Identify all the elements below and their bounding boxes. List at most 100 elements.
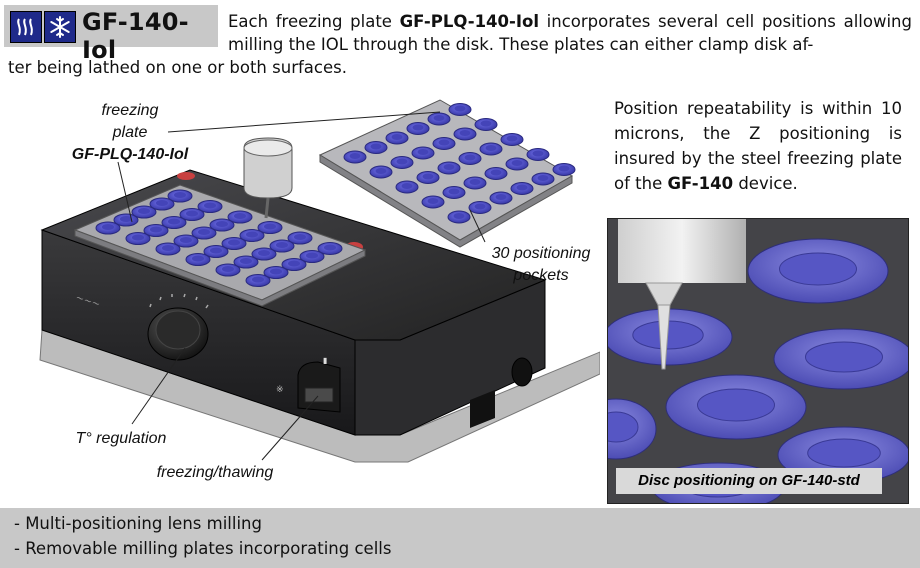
intro-plate-model: GF-PLQ-140-Iol <box>399 12 539 31</box>
freeze-thaw-switch[interactable] <box>297 361 341 413</box>
callout-freezing-plate: freezing plate GF-PLQ-140-Iol <box>60 100 200 166</box>
pocket-center <box>443 164 455 170</box>
pocket-center <box>532 150 544 157</box>
pocket-center <box>204 202 216 209</box>
pocket-center <box>138 208 150 214</box>
intro-paragraph-continued: ter being lathed on one or both surfaces… <box>8 58 347 77</box>
callout-pockets-line2: pockets <box>513 267 569 284</box>
switch-symbol: ▮ <box>323 356 327 365</box>
pocket-center <box>454 105 466 112</box>
pocket-center <box>511 160 523 166</box>
milling-tool <box>264 197 270 219</box>
pocket-center <box>558 165 570 172</box>
pocket-center <box>120 216 132 222</box>
inset-disc-recess <box>807 438 881 468</box>
intro-text-1: Each freezing plate <box>228 12 400 31</box>
pocket-center <box>459 130 471 136</box>
pocket-center <box>162 245 174 251</box>
inset-disc-recess <box>779 252 857 286</box>
device-illustration: ~~~ ※ ▮ <box>39 99 600 463</box>
pocket-center <box>306 252 318 259</box>
pocket-center <box>180 237 192 243</box>
mounted-pockets <box>95 189 343 287</box>
pocket-center <box>156 200 168 206</box>
knob-scale <box>149 293 209 309</box>
inset-disc-recess <box>805 341 883 373</box>
intro-paragraph: Each freezing plate GF-PLQ-140-Iol incor… <box>228 10 912 56</box>
pocket-center <box>210 247 222 254</box>
features-band <box>0 508 920 568</box>
pocket-center <box>506 135 518 142</box>
pocket-center <box>228 239 240 246</box>
pocket-center <box>222 266 234 272</box>
pocket-center <box>349 153 361 159</box>
side-port <box>511 357 533 387</box>
removed-pockets <box>343 103 576 224</box>
inset-caption: Disc positioning on GF-140-std <box>616 468 882 494</box>
side-port <box>470 390 495 428</box>
pocket-center <box>401 183 413 189</box>
pocket-center <box>396 158 408 165</box>
pocket-center <box>448 188 460 195</box>
feature-item: - Removable milling plates incorporating… <box>14 539 392 558</box>
freezing-plate-edge <box>74 229 366 307</box>
callout-plate-line2: plate <box>112 124 148 141</box>
callout-pockets-line1: 30 positioning <box>491 245 591 262</box>
pocket-center <box>537 175 549 181</box>
repeatability-device: GF-140 <box>667 174 734 193</box>
pocket-center <box>422 173 434 180</box>
repeatability-paragraph: Position repeatability is within 10 micr… <box>614 96 902 196</box>
pocket-center <box>453 213 465 219</box>
pocket-center <box>417 149 429 155</box>
inset-illustration <box>608 219 908 503</box>
pocket-center <box>270 268 282 275</box>
pocket-center <box>480 120 492 127</box>
pocket-center <box>132 234 144 241</box>
repeatability-text-2: device. <box>733 174 798 193</box>
pocket-center <box>375 168 387 174</box>
pocket-center <box>324 244 336 251</box>
pocket-center <box>427 198 439 204</box>
switch-symbol: ※ <box>276 385 284 395</box>
repeatability-text-1: Position repeatability is within 10 micr… <box>614 99 902 193</box>
pocket-center <box>485 145 497 151</box>
header-badge: GF-140-Iol <box>4 5 218 64</box>
locating-pin <box>177 172 195 180</box>
pocket-center <box>474 203 486 210</box>
inset-closeup <box>607 218 909 504</box>
pocket-center <box>216 221 228 227</box>
snowflake-icon <box>44 11 76 43</box>
callout-plate-line1: freezing <box>101 102 159 119</box>
pocket-center <box>469 179 481 185</box>
pocket-center <box>168 218 180 225</box>
pocket-center <box>490 169 502 176</box>
pocket-center <box>186 210 198 217</box>
pocket-center <box>433 115 445 121</box>
pocket-center <box>234 213 246 219</box>
pocket-center <box>516 184 528 191</box>
feature-item: - Multi-positioning lens milling <box>14 514 262 533</box>
inset-disc-recess <box>608 411 639 443</box>
pocket-center <box>174 192 186 198</box>
pocket-center <box>246 231 258 238</box>
pocket-center <box>102 224 114 230</box>
inset-milling-tool <box>657 304 671 370</box>
inset-disc-recess <box>697 388 775 422</box>
pocket-center <box>252 276 264 283</box>
pocket-center <box>240 258 252 264</box>
callout-temperature: T° regulation <box>75 430 167 447</box>
pocket-center <box>198 229 210 235</box>
pocket-center <box>412 124 424 131</box>
pocket-center <box>464 154 476 161</box>
pocket-center <box>264 223 276 230</box>
pocket-center <box>276 242 288 248</box>
callout-plate-model: GF-PLQ-140-Iol <box>71 146 189 163</box>
pocket-center <box>150 226 162 233</box>
pocket-center <box>288 260 300 267</box>
pocket-center <box>192 255 204 262</box>
callout-pockets: 30 positioning pockets <box>466 243 616 287</box>
pocket-center <box>258 250 270 256</box>
inset-spindle <box>618 219 746 283</box>
pocket-center <box>391 134 403 140</box>
callout-leaders <box>117 111 486 461</box>
